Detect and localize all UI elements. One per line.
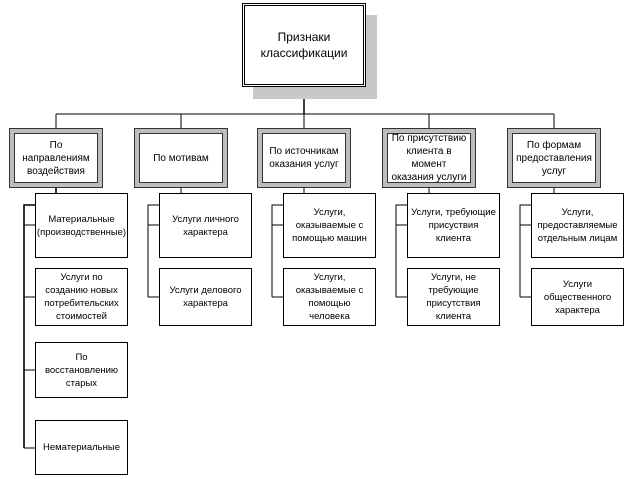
child-node: Нематериальные [35,420,128,475]
category-label: По присутствию клиента в момент оказания… [391,133,467,183]
category-sources: По источникам оказания услуг [257,128,351,188]
category-client-presence: По присутствию клиента в момент оказания… [382,128,476,188]
child-node: Услуги, оказываемые с помощью человека [283,268,376,326]
child-node: Материальные (производственные) [35,193,128,258]
child-node: Услуги, требующие присуствия клиента [407,193,500,258]
child-node: Услуги, оказываемые с помощью машин [283,193,376,258]
category-motives: По мотивам [134,128,228,188]
child-node: Услуги, предоставляемые отдельным лицам [531,193,624,258]
child-node: Услуги личного характера [159,193,252,258]
child-node: Услуги, не требующие присутствия клиента [407,268,500,326]
category-forms: По формам предоставления услуг [507,128,601,188]
child-node: По восстановлению старых [35,342,128,398]
root-label: Признаки классификации [260,30,348,60]
child-node: Услуги по созданию новых потребительских… [35,268,128,326]
category-label: По формам предоставления услуг [516,139,592,177]
category-label: По направлениям воздействия [22,139,90,177]
child-node: Услуги делового характера [159,268,252,326]
child-node: Услуги общественного характера [531,268,624,326]
category-label: По мотивам [153,152,209,164]
root-node: Признаки классификации [242,3,366,87]
category-directions: По направлениям воздействия [9,128,103,188]
category-label: По источникам оказания услуг [269,146,339,170]
